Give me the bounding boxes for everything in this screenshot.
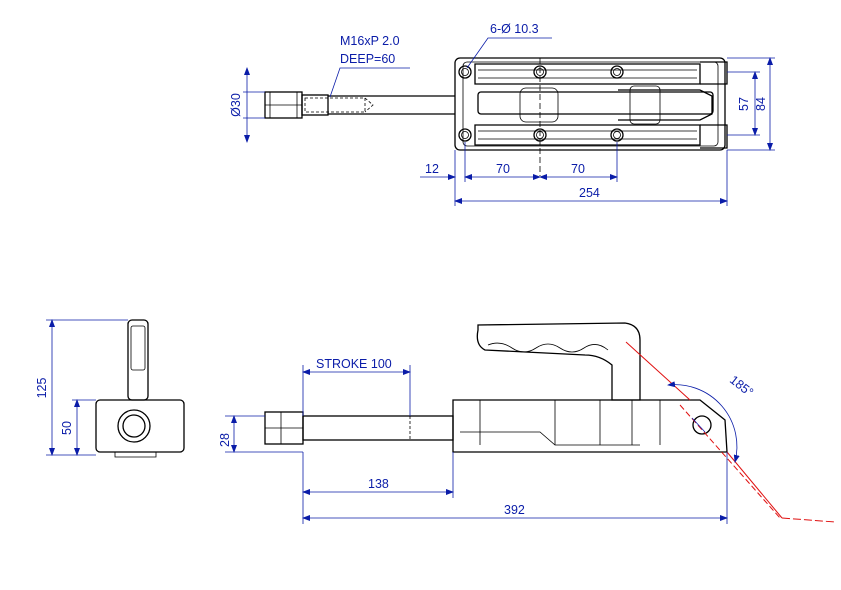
- d392-label: 392: [504, 503, 525, 517]
- top-view: [264, 57, 728, 176]
- holes-label: 6-Ø 10.3: [490, 22, 539, 36]
- d70a-label: 70: [496, 162, 510, 176]
- thread-label: M16xP 2.0: [340, 34, 400, 48]
- stroke-label: STROKE 100: [316, 357, 392, 371]
- body-top: [454, 57, 726, 151]
- slot-top: [477, 91, 714, 115]
- angle-label: 185°: [727, 373, 756, 400]
- body-front: [452, 399, 728, 453]
- h84-label: 84: [754, 97, 768, 111]
- rod-end-top: [301, 94, 329, 116]
- d12-label: 12: [425, 162, 439, 176]
- h125-label: 125: [35, 378, 49, 399]
- h57-label: 57: [737, 97, 751, 111]
- front-dimensions: 185° 28 STROKE 100 138 392: [218, 357, 756, 524]
- end-dimensions: 125 50: [35, 319, 128, 456]
- end-view: [95, 319, 185, 458]
- d254-label: 254: [579, 186, 600, 200]
- thread-hidden: [304, 97, 366, 113]
- top-dimensions: Ø30 M16xP 2.0 DEEP=60 6-Ø 10.3 57 84 12 …: [229, 22, 775, 206]
- plunger-front: [302, 415, 454, 441]
- mounting-holes-top: [458, 65, 624, 142]
- dia30-label: Ø30: [229, 93, 243, 117]
- h50-label: 50: [60, 421, 74, 435]
- end-view-body: [95, 399, 185, 453]
- deep-label: DEEP=60: [340, 52, 395, 66]
- h28-label: 28: [218, 433, 232, 447]
- d70b-label: 70: [571, 162, 585, 176]
- front-view: [264, 322, 836, 523]
- handle-front: [476, 322, 641, 401]
- d138-label: 138: [368, 477, 389, 491]
